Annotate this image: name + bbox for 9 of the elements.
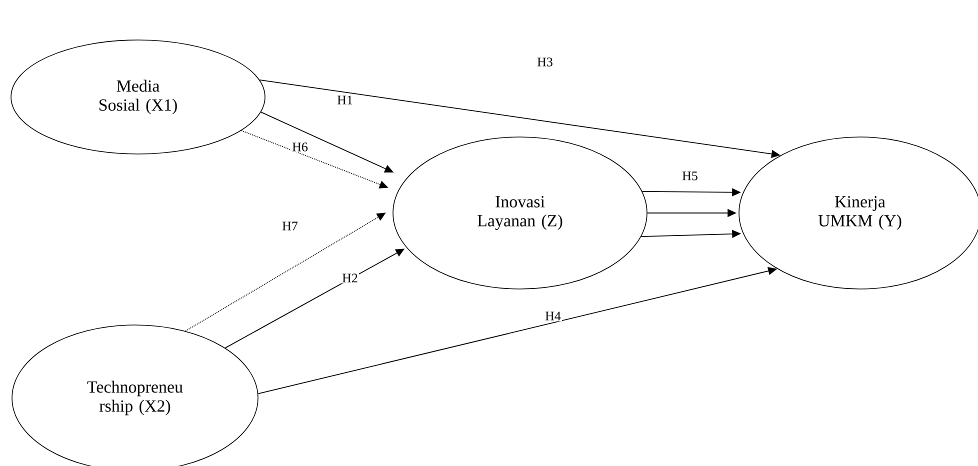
edge-label: H4 (544, 310, 562, 322)
hypothesis-label: H7 (282, 222, 298, 230)
edge-label: H6 (291, 142, 309, 152)
edge-label: H2 (341, 272, 359, 284)
edge-label: H1 (336, 94, 354, 106)
hypothesis-label: H3 (537, 58, 552, 66)
edge-label: H5 (681, 170, 699, 182)
ellipse-node: Inovasi Layanan (Z) (392, 136, 648, 290)
ellipse-node: Media Sosial (X1) (10, 40, 266, 154)
